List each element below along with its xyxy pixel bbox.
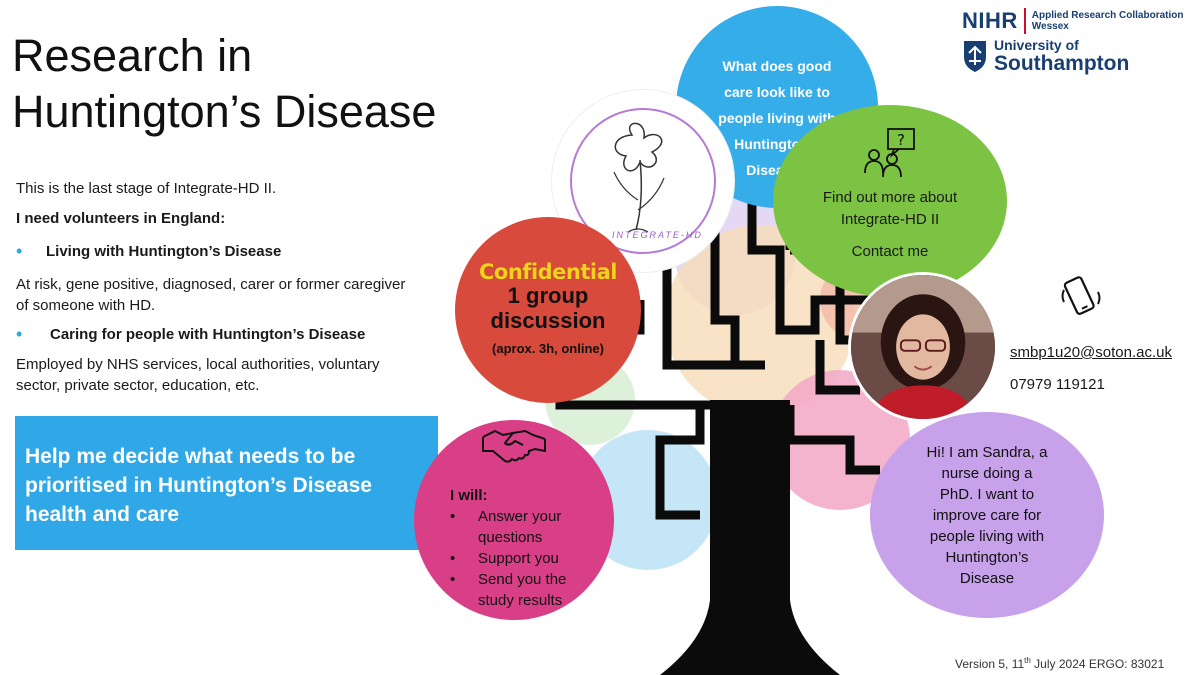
- list-item: •Send you the study results: [450, 571, 567, 609]
- bullet-living-text: Living with Huntington’s Disease: [46, 243, 282, 260]
- version-footer: Version 5, 11th July 2024 ERGO: 83021: [955, 656, 1165, 671]
- southampton-wordmark: University of Southampton: [994, 36, 1130, 75]
- nihr-logo: NIHR Applied Research Collaboration Wess…: [962, 6, 1194, 36]
- bullet-living: • Living with Huntington’s Disease: [16, 241, 446, 262]
- bullet-caring: • Caring for people with Huntington’s Di…: [16, 324, 446, 345]
- i-will-circle: I will: •Answer your questions •Support …: [414, 420, 614, 620]
- phone-number: 07979 119121: [1010, 376, 1105, 393]
- bg-bubble: [578, 430, 718, 570]
- desc-living-1: At risk, gene positive, diagnosed, carer…: [16, 276, 406, 293]
- discussion-line-2: discussion: [490, 308, 606, 333]
- avatar: [848, 272, 998, 422]
- bullet-dot-icon: •: [16, 241, 23, 261]
- find-out-more-circle: ? Find out more about Integrate-HD II Co…: [773, 105, 1007, 297]
- find-out-line-2: Integrate-HD II: [840, 211, 940, 228]
- crest-icon: [964, 41, 986, 72]
- bullet-dot-icon: •: [16, 324, 23, 344]
- people-question-icon: ?: [864, 128, 915, 178]
- desc-caring-2: sector, private sector, education, etc.: [16, 377, 260, 394]
- logo-wordmark: INTEGRATE-HD: [612, 230, 703, 240]
- i-will-heading: I will:: [450, 487, 488, 504]
- email-link[interactable]: smbp1u20@soton.ac.uk: [1010, 344, 1172, 361]
- discussion-duration: (aprox. 3h, online): [492, 341, 604, 356]
- banner-line-2: prioritised in Huntington’s Disease: [25, 474, 372, 497]
- title-line-2: Huntington’s Disease: [12, 86, 437, 137]
- about-me-text: Hi! I am Sandra, a nurse doing a PhD. I …: [926, 443, 1048, 587]
- nihr-divider: [1023, 8, 1026, 34]
- banner-line-3: health and care: [25, 503, 180, 526]
- portrait-photo: [851, 275, 995, 419]
- banner-line-1: Help me decide what needs to be: [25, 445, 356, 468]
- mobile-phone-icon: [1061, 276, 1101, 315]
- list-item: •Support you: [450, 550, 559, 567]
- tree-trunk: [660, 400, 840, 675]
- confidential-label: Confidential: [479, 260, 617, 284]
- title-line-1: Research in: [12, 30, 253, 81]
- nihr-wordmark: NIHR: [962, 8, 1018, 33]
- desc-living-2: of someone with HD.: [16, 297, 156, 314]
- svg-text:?: ?: [897, 131, 905, 149]
- handshake-icon: [482, 429, 546, 463]
- desc-caring-1: Employed by NHS services, local authorit…: [16, 356, 380, 373]
- i-will-content: I will: •Answer your questions •Support …: [450, 485, 578, 611]
- discussion-line-1: 1 group: [507, 283, 589, 308]
- group-discussion-circle: Confidential 1 group discussion (aprox. …: [455, 217, 641, 403]
- i-will-list: •Answer your questions •Support you •Sen…: [450, 506, 578, 611]
- intro-line-1: This is the last stage of Integrate-HD I…: [16, 180, 277, 197]
- southampton-logo: University of Southampton: [962, 36, 1192, 76]
- contact-me-text: Contact me: [851, 243, 929, 260]
- list-item: •Answer your questions: [450, 508, 562, 546]
- intro-block: This is the last stage of Integrate-HD I…: [16, 178, 446, 396]
- lily-logo-icon: [570, 108, 716, 254]
- page-title: Research in Huntington’s Disease: [12, 28, 532, 140]
- nihr-subtitle: Applied Research Collaboration Wessex: [1031, 10, 1184, 32]
- bullet-caring-text: Caring for people with Huntington’s Dise…: [50, 326, 366, 343]
- about-me-circle: Hi! I am Sandra, a nurse doing a PhD. I …: [870, 412, 1104, 618]
- call-to-action-banner: Help me decide what needs to be prioriti…: [15, 416, 438, 550]
- intro-line-2: I need volunteers in England:: [16, 210, 226, 227]
- find-out-line-1: Find out more about: [822, 189, 958, 206]
